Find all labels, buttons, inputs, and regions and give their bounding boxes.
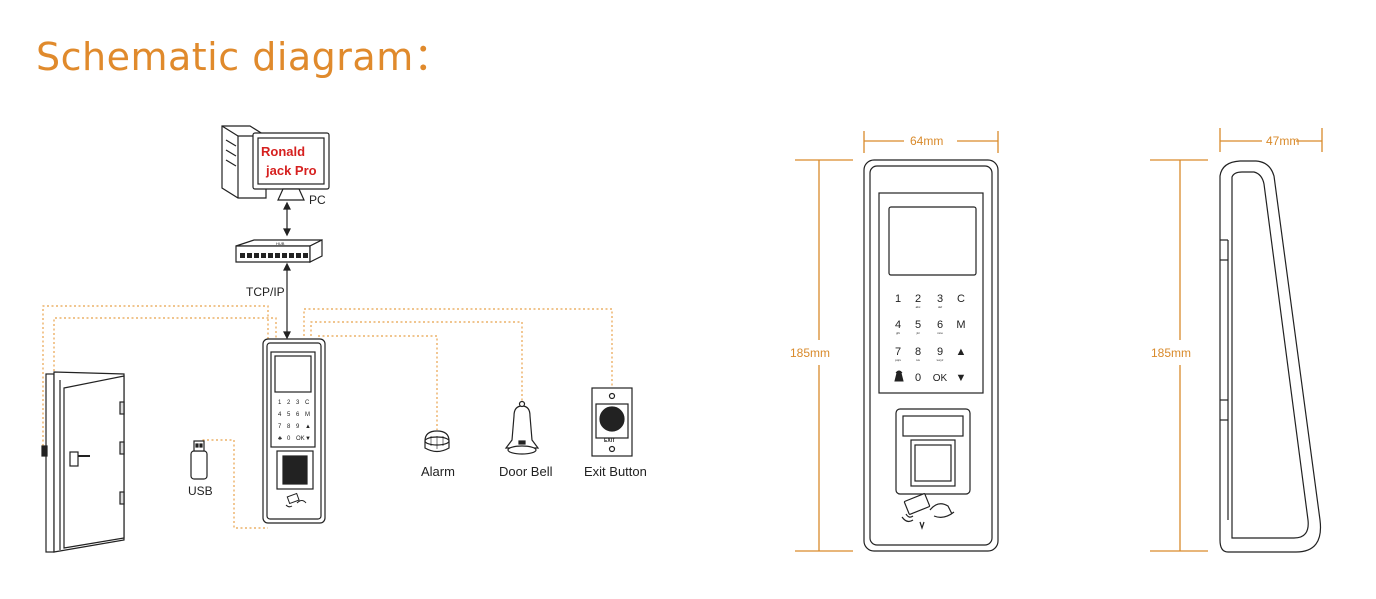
svg-text:C: C xyxy=(305,400,310,406)
keypad-key: 3 xyxy=(937,293,943,305)
svg-text:OK: OK xyxy=(296,436,305,442)
keypad-key: 6 xyxy=(937,319,943,331)
svg-text:▼: ▼ xyxy=(305,436,311,442)
keypad-key: ▼ xyxy=(956,372,967,384)
wire-exit-button xyxy=(303,308,613,388)
front-height-label: 185mm xyxy=(790,346,830,360)
usb-label: USB xyxy=(188,484,213,498)
network-switch xyxy=(235,239,323,263)
front-card-icon xyxy=(901,493,955,530)
side-height-label: 185mm xyxy=(1151,346,1191,360)
pc-icon xyxy=(221,125,330,201)
pc-screen-line1: Ronald xyxy=(261,144,305,159)
wire-alarm xyxy=(317,335,438,430)
exit-button-icon xyxy=(591,387,633,457)
side-width-label: 47mm xyxy=(1266,134,1299,148)
keypad-key: 2 xyxy=(915,293,921,305)
keypad-key: 0 xyxy=(915,372,921,384)
pc-label: PC xyxy=(309,193,326,207)
access-terminal-side-view xyxy=(1219,160,1322,553)
access-terminal-small xyxy=(262,338,326,524)
front-width-label: 64mm xyxy=(910,134,943,148)
keypad-key-sublabel: mno xyxy=(937,331,943,335)
front-view-dimension-lines xyxy=(795,131,999,552)
keypad-key: 5 xyxy=(915,319,921,331)
alarm-icon xyxy=(424,430,450,453)
door-bell-icon xyxy=(504,400,540,455)
svg-text:7: 7 xyxy=(278,424,282,430)
connection-label: TCP/IP xyxy=(246,285,285,299)
svg-text:9: 9 xyxy=(296,424,300,430)
access-terminal-front-view xyxy=(863,159,999,552)
keypad-key: 1 xyxy=(895,293,901,305)
svg-text:4: 4 xyxy=(278,412,282,418)
wire-door-bell xyxy=(310,321,523,405)
keypad-key: 4 xyxy=(895,319,901,331)
door-bell-label: Door Bell xyxy=(499,464,553,479)
svg-text:6: 6 xyxy=(296,412,300,418)
keypad-key: M xyxy=(956,319,965,331)
keypad-key: 8 xyxy=(915,346,921,358)
svg-text:♣: ♣ xyxy=(278,436,282,442)
switch-device-arrow xyxy=(283,262,291,340)
keypad-key: OK xyxy=(933,373,948,384)
keypad-key: 9 xyxy=(937,346,943,358)
keypad-key-sublabel: wxyz xyxy=(937,358,944,362)
svg-text:5: 5 xyxy=(287,412,291,418)
keypad-key: 7 xyxy=(895,346,901,358)
keypad-key: C xyxy=(957,293,965,305)
door-icon xyxy=(41,371,125,553)
small-card-icon xyxy=(285,492,307,508)
alarm-label: Alarm xyxy=(421,464,455,479)
keypad-key-sublabel: abc xyxy=(916,305,921,309)
exit-button-label: Exit Button xyxy=(584,464,647,479)
svg-text:3: 3 xyxy=(296,400,300,406)
svg-text:0: 0 xyxy=(287,436,291,442)
keypad-key-sublabel: def xyxy=(938,305,942,309)
keypad-bell-key xyxy=(894,370,904,382)
keypad-key: ▲ xyxy=(956,346,967,358)
svg-text:M: M xyxy=(305,412,310,418)
keypad-key-sublabel: ghi xyxy=(896,331,900,335)
pc-screen-line2: jack Pro xyxy=(265,163,317,178)
switch-text: HUB xyxy=(276,241,285,246)
svg-text:1: 1 xyxy=(278,400,282,406)
exit-button-text: EXIT xyxy=(604,438,615,444)
page-title: Schematic diagram： xyxy=(36,35,453,79)
side-view-dimension-lines xyxy=(1150,128,1323,552)
keypad-key-sublabel: pqrs xyxy=(895,358,901,362)
svg-text:8: 8 xyxy=(287,424,291,430)
keypad-key-sublabel: tuv xyxy=(916,358,921,362)
wire-door-inner xyxy=(53,317,277,380)
svg-text:▲: ▲ xyxy=(305,424,311,430)
keypad-key-sublabel: jkl xyxy=(916,331,920,335)
pc-switch-arrow xyxy=(283,201,291,237)
usb-icon xyxy=(190,440,208,480)
svg-text:2: 2 xyxy=(287,400,291,406)
